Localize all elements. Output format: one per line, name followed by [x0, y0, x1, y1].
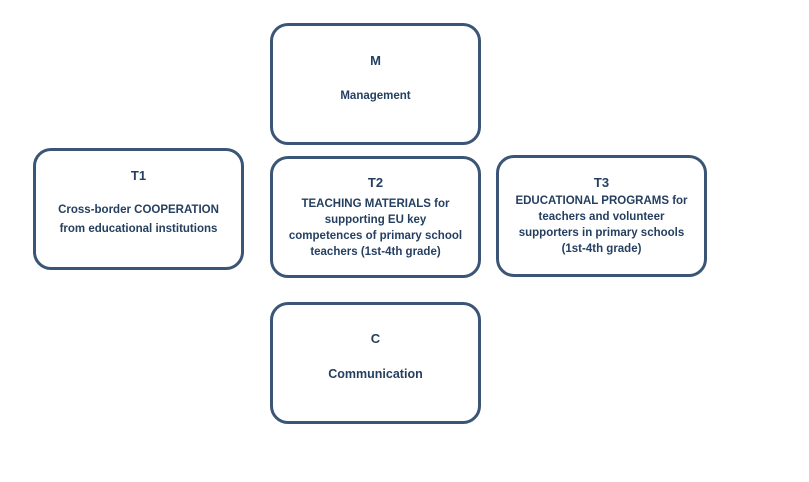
box-description: Management	[279, 88, 472, 104]
box-description-line: from educational institutions	[59, 223, 218, 235]
box-code: M	[370, 53, 381, 68]
box-description-line: supporting EU key	[324, 214, 427, 226]
box-description: EDUCATIONAL PROGRAMS for teachers and vo…	[505, 193, 698, 257]
cooperation-box: T1 Cross-border COOPERATION from educati…	[33, 148, 244, 270]
teaching-materials-box: T2 TEACHING MATERIALS for supporting EU …	[270, 156, 481, 278]
box-description-line: Management	[340, 90, 411, 102]
educational-programs-box: T3 EDUCATIONAL PROGRAMS for teachers and…	[496, 155, 707, 277]
management-box: M Management	[270, 23, 481, 145]
box-description: TEACHING MATERIALS for supporting EU key…	[279, 196, 472, 260]
box-code: C	[370, 331, 381, 346]
box-description-line: supporters in primary schools	[518, 227, 685, 239]
box-description: Cross-border COOPERATION from educationa…	[42, 201, 235, 239]
box-description-line: teachers and volunteer	[538, 211, 665, 223]
box-code: T3	[593, 175, 610, 190]
box-code: T2	[367, 175, 384, 190]
box-description-line: TEACHING MATERIALS for	[301, 198, 450, 210]
box-description-line: teachers (1st-4th grade)	[310, 246, 441, 258]
box-description: Communication	[279, 366, 472, 382]
box-code: T1	[130, 168, 147, 183]
box-description-line: Communication	[328, 367, 423, 381]
communication-box: C Communication	[270, 302, 481, 424]
box-description-line: (1st-4th grade)	[561, 243, 642, 255]
box-description-line: Cross-border COOPERATION	[58, 204, 219, 216]
box-description-line: EDUCATIONAL PROGRAMS for	[515, 195, 688, 207]
box-description-line: competences of primary school	[288, 230, 463, 242]
